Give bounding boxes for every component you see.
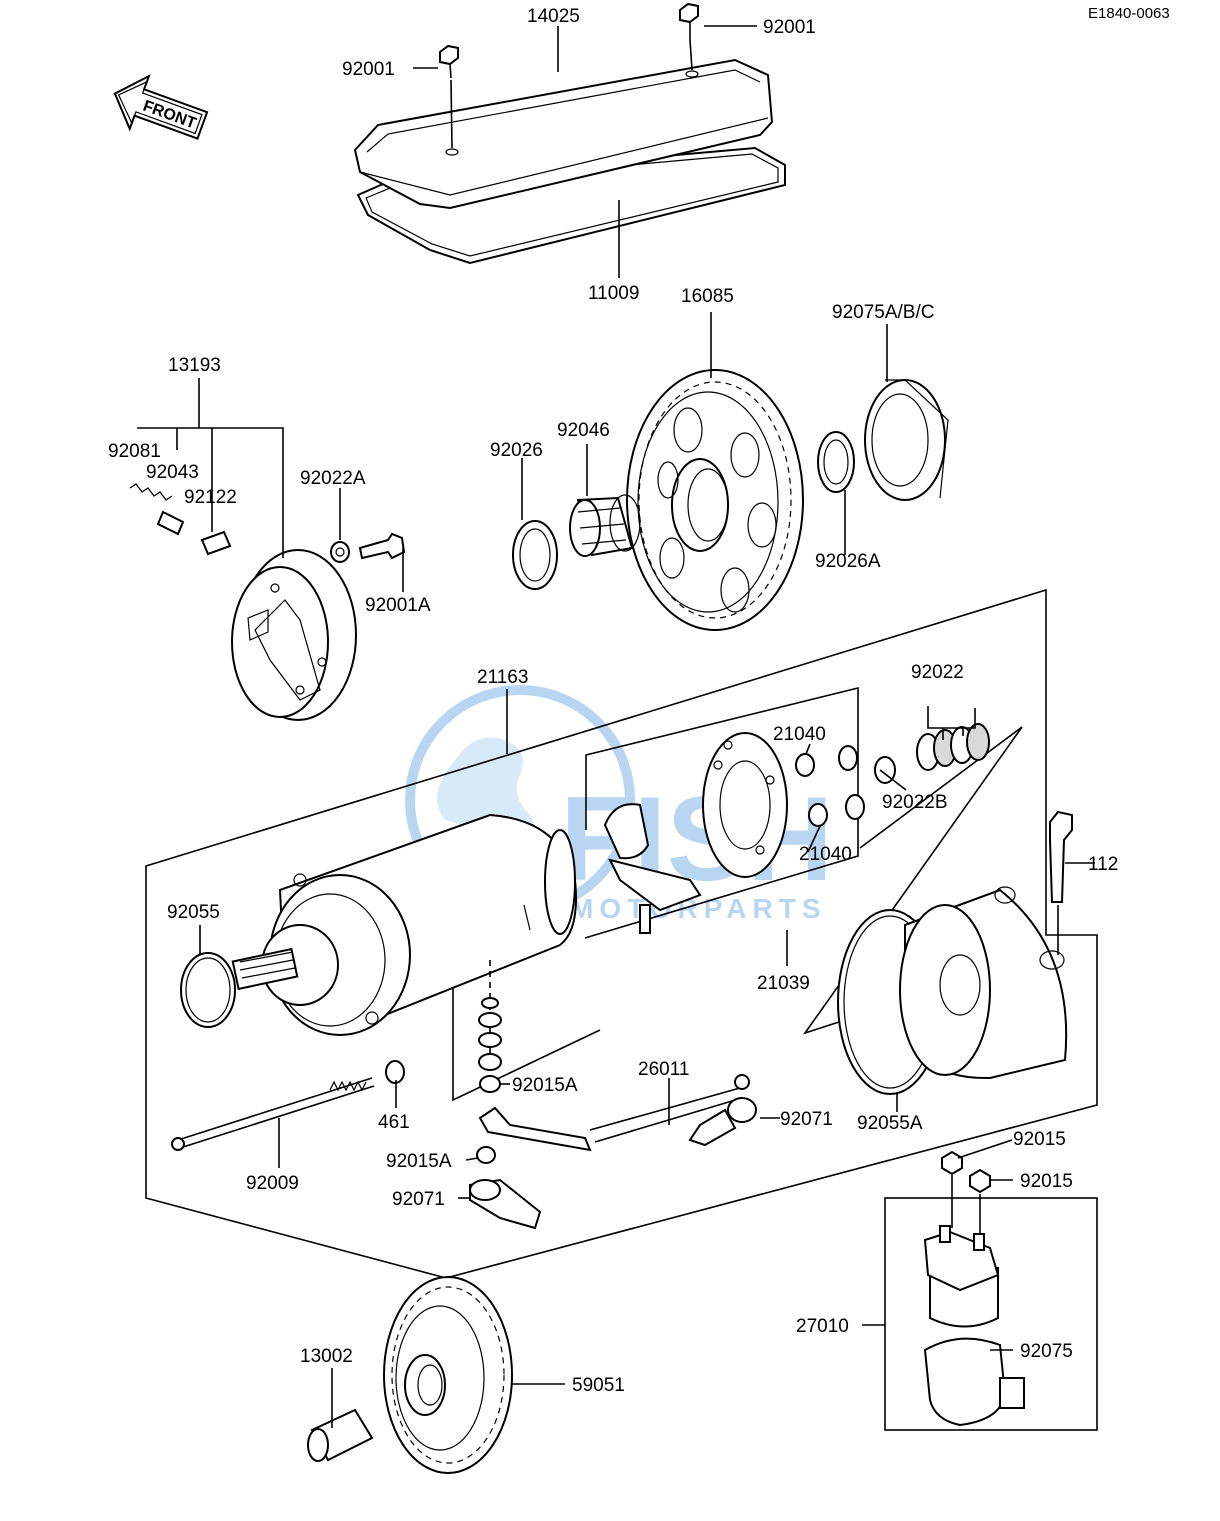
brush-21040-top (795, 745, 858, 777)
o-ring-92055 (180, 952, 236, 1028)
diagram-code: E1840-0063 (1088, 5, 1170, 22)
bearing-92046 (569, 494, 641, 557)
label-92001-left: 92001 (342, 59, 395, 80)
spring-92081 (129, 483, 173, 501)
bolt-112 (1049, 810, 1073, 955)
cover-shape (353, 58, 774, 210)
nut-92015-b (969, 1168, 991, 1194)
starter-motor (231, 813, 577, 1036)
part-labels: 14025 92001 92001 11009 16085 92075A/B/C… (108, 6, 1118, 1396)
cover-assembly (353, 2, 786, 265)
label-26011: 26011 (638, 1059, 689, 1080)
label-11009: 11009 (588, 283, 639, 304)
bolt-92001A (358, 532, 406, 560)
relay-outline (884, 1197, 1098, 1431)
label-92009: 92009 (246, 1173, 299, 1194)
front-arrow-shape (113, 74, 209, 140)
label-59051: 59051 (572, 1375, 625, 1396)
nut-92015-a (941, 1150, 963, 1176)
idler-gear-59051 (383, 1276, 513, 1474)
brush-plate (603, 732, 788, 934)
label-92075: 92075 (1020, 1341, 1073, 1362)
washer-461 (385, 1060, 405, 1084)
bolt-92001-left (439, 44, 459, 149)
label-92081: 92081 (108, 441, 161, 462)
label-21040-bottom: 21040 (799, 844, 852, 865)
label-112: 112 (1088, 854, 1118, 875)
brush-21040-bottom (808, 794, 865, 827)
label-92055A: 92055A (857, 1113, 923, 1134)
boot-92071-left (469, 1178, 542, 1230)
label-92122: 92122 (184, 487, 237, 508)
washers-92022 (916, 723, 990, 771)
end-cover (837, 886, 1068, 1095)
washer-92022B (874, 756, 896, 784)
starter-clutch (129, 483, 406, 721)
cable-26011 (478, 1074, 750, 1152)
label-92075ABC: 92075A/B/C (832, 302, 934, 323)
label-461: 461 (378, 1112, 410, 1133)
label-21163: 21163 (477, 667, 528, 688)
sleeve-13002 (307, 1408, 374, 1462)
nut-92015A-lower (476, 1146, 496, 1164)
label-92022B: 92022B (882, 792, 948, 813)
label-16085: 16085 (681, 286, 734, 307)
label-92022: 92022 (911, 662, 964, 683)
label-27010: 27010 (796, 1316, 849, 1337)
watermark-brand: FISH (560, 772, 833, 906)
label-92071-right: 92071 (780, 1109, 833, 1130)
shim-92075ABC (864, 379, 949, 501)
starter-relay-27010 (923, 1225, 1000, 1328)
leader-lines (137, 25, 1095, 1428)
subassembly-outline-21163 (584, 686, 859, 939)
label-92001A: 92001A (365, 595, 431, 616)
label-92043: 92043 (146, 462, 199, 483)
label-21040-top: 21040 (773, 724, 826, 745)
boot-92071-right (688, 1097, 757, 1147)
label-92015A-top: 92015A (512, 1075, 578, 1096)
starter-gear-16085 (626, 369, 804, 631)
pin-92043 (156, 510, 185, 536)
label-21039: 21039 (757, 973, 810, 994)
assembly-outline (145, 588, 1098, 1279)
cap-92122 (200, 530, 232, 556)
label-13193: 13193 (168, 355, 221, 376)
label-92022A: 92022A (300, 468, 366, 489)
label-92001-right: 92001 (763, 17, 816, 38)
label-14025: 14025 (527, 6, 580, 27)
label-92026: 92026 (490, 440, 543, 461)
label-92071-left: 92071 (392, 1189, 445, 1210)
relay-cover-92075 (923, 1337, 1025, 1427)
bolt-92001-right (679, 2, 699, 71)
label-92015-bottom: 92015 (1020, 1171, 1073, 1192)
terminal-stack (478, 960, 502, 1093)
label-92026A: 92026A (815, 551, 881, 572)
washer-92022A (330, 541, 350, 563)
label-13002: 13002 (300, 1346, 353, 1367)
through-bolt-92009 (171, 1077, 375, 1151)
label-92015-top: 92015 (1013, 1129, 1066, 1150)
label-92015A-bottom: 92015A (386, 1151, 452, 1172)
watermark-tagline: MOTORPARTS (570, 893, 827, 924)
front-arrow: FRONT (113, 74, 209, 140)
label-92055: 92055 (167, 902, 220, 923)
label-92046: 92046 (557, 420, 610, 441)
